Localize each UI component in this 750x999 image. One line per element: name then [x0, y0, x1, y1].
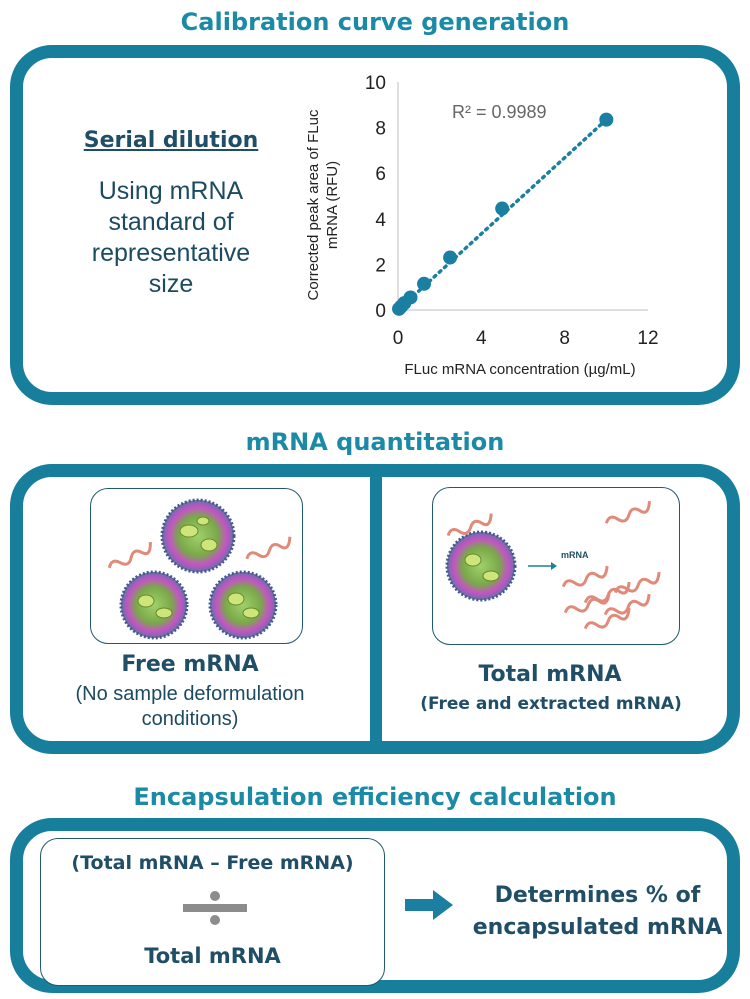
mrna-strand-icon: [604, 500, 651, 524]
chart-x-tick-label: 12: [637, 328, 658, 349]
free-mrna-subtext: (No sample deformulation conditions): [30, 682, 350, 732]
lipid-nanoparticle-icon: [119, 570, 189, 640]
chart-y-tick-label: 10: [365, 73, 386, 94]
formula-numerator: (Total mRNA – Free mRNA): [71, 852, 354, 874]
chart-data-point: [599, 112, 614, 127]
serial-text-line: size: [148, 270, 194, 298]
right-arrow-icon: [405, 890, 453, 920]
lipid-nanoparticle-icon: [208, 570, 278, 640]
result-line: encapsulated mRNA: [472, 915, 723, 940]
encapsulation-result: Determines % of encapsulated mRNA: [465, 880, 730, 944]
mrna-strands-group-icon: [561, 565, 661, 630]
lipid-nanoparticle-icon: [445, 530, 517, 602]
chart-xlabel: FLuc mRNA concentration (µg/mL): [404, 361, 635, 378]
divide-icon: [183, 891, 247, 925]
chart-y-tick-label: 0: [375, 301, 386, 322]
quantitation-title: mRNA quantitation: [245, 428, 505, 456]
chart-data-point: [417, 276, 432, 291]
encapsulation-title: Encapsulation efficiency calculation: [133, 783, 617, 811]
chart-ylabel-line-2: mRNA (RFU): [324, 161, 341, 249]
mrna-strand-icon: [245, 536, 292, 560]
mrna-strand-icon: [446, 513, 493, 537]
calibration-title: Calibration curve generation: [180, 8, 570, 36]
quantitation-divider: [370, 470, 382, 750]
formula-box: [40, 838, 385, 986]
total-mrna-subtext: (Free and extracted mRNA): [420, 694, 682, 714]
serial-text-line: representative: [91, 239, 251, 267]
chart-y-tick-label: 4: [375, 210, 386, 231]
chart-data-point: [443, 250, 458, 265]
arrow-head-icon: [551, 562, 557, 570]
chart-y-tick-label: 6: [375, 164, 386, 185]
formula-denominator: Total mRNA: [144, 944, 281, 968]
chart-x-tick-label: 8: [559, 328, 570, 349]
chart-y-tick-label: 8: [375, 119, 386, 140]
calibration-panel: Serial dilution Using mRNA standard of r…: [10, 45, 740, 405]
chart-annotation: R² = 0.9989: [452, 102, 547, 122]
chart-y-tick-label: 2: [375, 255, 386, 276]
serial-text-line: Using mRNA: [98, 177, 244, 205]
chart-x-tick-label: 4: [476, 328, 487, 349]
serial-text-line: standard of: [108, 208, 234, 236]
free-mrna-sub-line: (No sample deformulation: [75, 683, 305, 705]
chart-data-point: [495, 201, 510, 216]
total-mrna-heading: Total mRNA: [478, 662, 622, 687]
total-mrna-illustration-box: mRNA: [432, 487, 680, 645]
result-line: Determines % of: [494, 883, 701, 908]
serial-dilution-heading: Serial dilution: [83, 128, 259, 153]
free-mrna-sub-line: conditions): [141, 708, 239, 730]
lipid-nanoparticle-icon: [160, 498, 236, 574]
calibration-chart: Corrected peak area of FLuc mRNA (RFU) F…: [305, 73, 659, 378]
serial-dilution-text: Using mRNA standard of representative si…: [61, 176, 281, 300]
mrna-label: mRNA: [561, 550, 589, 560]
mrna-strand-icon: [107, 542, 152, 569]
chart-data-point: [403, 290, 418, 305]
free-mrna-heading: Free mRNA: [121, 652, 259, 677]
free-mrna-illustration-box: [90, 488, 303, 644]
chart-x-tick-label: 0: [393, 328, 404, 349]
chart-ylabel-line-1: Corrected peak area of FLuc: [305, 109, 322, 300]
